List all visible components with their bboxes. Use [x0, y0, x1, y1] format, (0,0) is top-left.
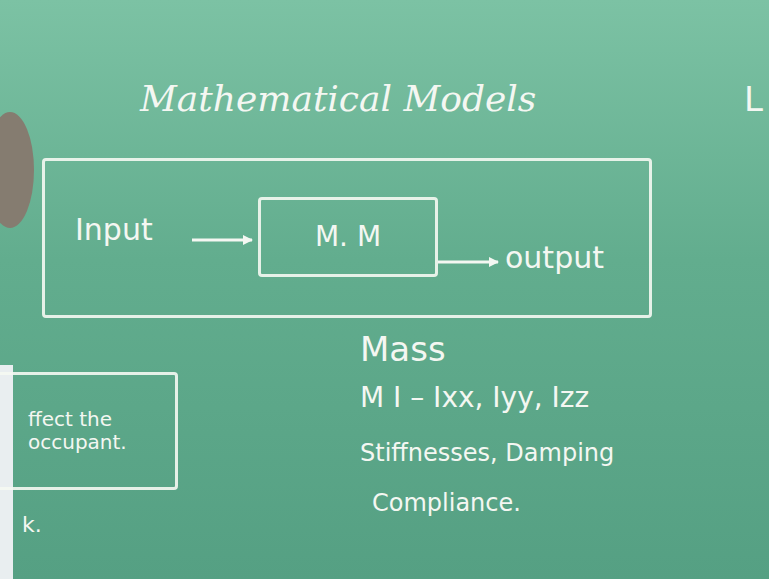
system-frame: Input output M. M — [42, 158, 652, 318]
input-arrow — [192, 239, 252, 242]
compliance-label: Compliance. — [372, 490, 521, 518]
board-title: Mathematical Models — [140, 78, 536, 119]
output-arrow — [438, 261, 498, 264]
person-shirt — [0, 365, 13, 579]
partial-note: k. — [22, 512, 42, 537]
system-frame-text: output — [505, 241, 604, 276]
mass-label: Mass — [360, 330, 446, 369]
model-box: M. M — [258, 197, 438, 277]
person-head — [0, 112, 34, 228]
model-box-text: M. M — [315, 221, 381, 253]
effect-box: ffect the occupant. — [0, 372, 178, 490]
stiffness-label: Stiffnesses, Damping — [360, 440, 614, 468]
partial-letter: L — [744, 80, 763, 119]
system-frame-text: Input — [75, 213, 153, 248]
effect-box-text: ffect the occupant. — [28, 408, 146, 454]
inertia-label: M I – Ixx, Iyy, Izz — [360, 382, 589, 414]
